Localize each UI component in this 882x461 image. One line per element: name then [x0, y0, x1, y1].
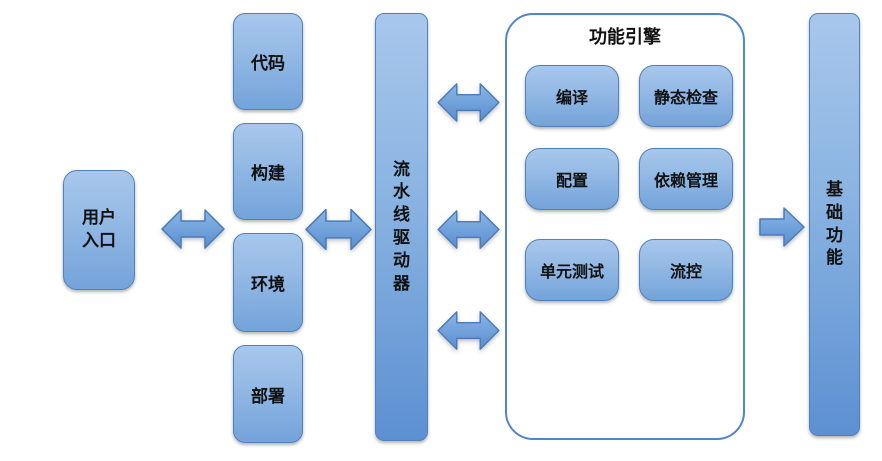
engine-title: 功能引擎	[589, 27, 661, 47]
double-arrow-pipeline-engine-middle-icon	[437, 210, 500, 249]
engine-box-compile: 编译	[525, 65, 619, 127]
node-user-entry-label: 用户 入口	[82, 208, 116, 250]
node-user-entry: 用户 入口	[63, 170, 135, 290]
engine-box-flow-control: 流控	[639, 239, 733, 301]
node-stage-build: 构建	[233, 123, 303, 220]
node-stage-deploy-label: 部署	[251, 386, 285, 406]
engine-box-static-check-label: 静态检查	[653, 90, 718, 107]
double-arrow-pipeline-engine-bottom-icon	[437, 311, 500, 350]
right-arrow-engine-basic-icon	[759, 207, 805, 247]
node-pipeline-driver: 流水线驱动器	[375, 13, 428, 441]
engine-box-flow-control-label: 流控	[669, 264, 702, 281]
node-stage-environment: 环境	[233, 233, 303, 332]
engine-box-unit-test: 单元测试	[525, 239, 619, 301]
node-basic-functions-label: 基础功能	[826, 179, 843, 268]
double-arrow-stages-pipeline-icon	[305, 208, 372, 251]
engine-box-dependency-management-label: 依赖管理	[653, 173, 718, 190]
engine-box-compile-label: 编译	[555, 90, 588, 107]
node-stage-build-label: 构建	[251, 164, 285, 183]
node-stage-code: 代码	[233, 13, 303, 110]
engine-box-config-label: 配置	[555, 173, 588, 190]
node-pipeline-driver-label: 流水线驱动器	[393, 159, 410, 293]
node-stage-deploy: 部署	[233, 345, 303, 443]
engine-box-static-check: 静态检查	[639, 65, 733, 127]
node-stage-environment-label: 环境	[251, 275, 285, 294]
engine-box-unit-test-label: 单元测试	[539, 264, 604, 281]
engine-box-dependency-management: 依赖管理	[639, 148, 733, 210]
engine-box-config: 配置	[525, 148, 619, 210]
double-arrow-user-stages-icon	[161, 209, 225, 249]
double-arrow-pipeline-engine-top-icon	[437, 83, 500, 122]
node-stage-code-label: 代码	[251, 54, 285, 73]
engine-container: 功能引擎 编译 静态检查 配置 依赖管理 单元测试 流控	[505, 13, 745, 440]
node-basic-functions: 基础功能	[809, 13, 860, 436]
